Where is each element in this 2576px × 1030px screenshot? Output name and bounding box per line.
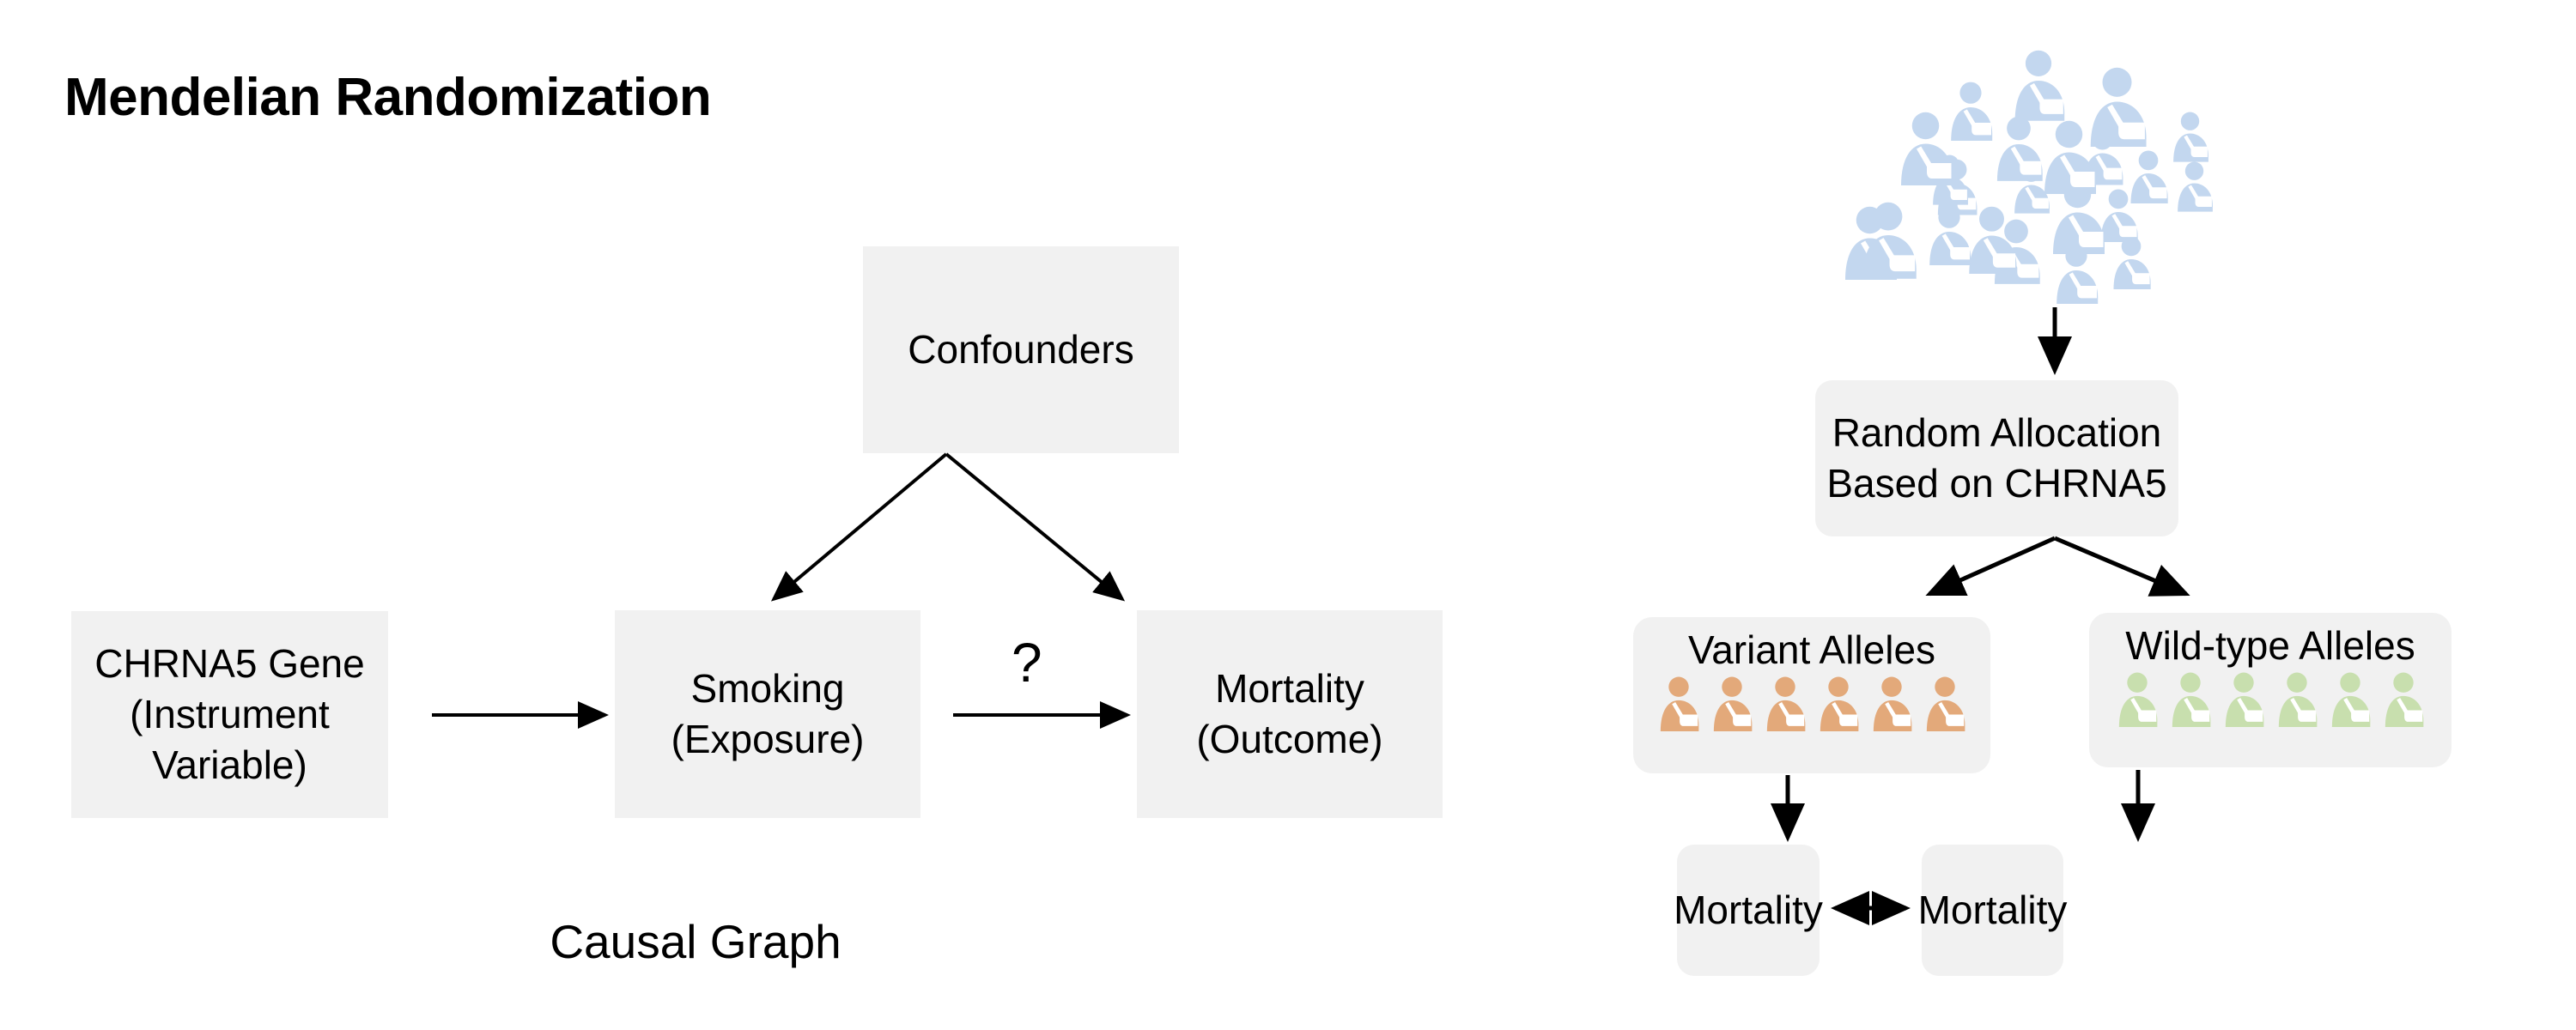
person-with-arm-sling-icon <box>1962 206 2021 275</box>
person-with-arm-sling-icon <box>1945 82 1996 141</box>
person-with-arm-sling-icon <box>2095 189 2142 243</box>
causal-graph-caption: Causal Graph <box>550 915 841 968</box>
arm-wildtype-alleles-icons <box>2113 672 2427 727</box>
person-with-arm-sling-icon <box>1855 202 1922 279</box>
person-with-arm-sling-icon <box>2125 150 2172 204</box>
person-with-arm-sling-icon <box>1893 112 1958 186</box>
instrument-line-2: (Instrument <box>130 692 330 737</box>
arm-variant-alleles-label: Variant Alleles <box>1687 627 1936 672</box>
population-crowd <box>1820 34 2267 309</box>
instrument-line-3: Variable) <box>152 742 307 787</box>
node-mortality-variant[interactable]: Mortality <box>1674 845 1823 976</box>
person-with-arm-sling-icon <box>2168 112 2212 162</box>
person-with-arm-sling-icon <box>2108 236 2154 290</box>
edge-allocation-to-wildtype <box>2054 536 2190 597</box>
person-with-arm-sling-icon <box>1655 676 1703 731</box>
uncertain-edge-question-mark: ? <box>1012 632 1042 694</box>
allocation-line-2: Based on CHRNA5 <box>1826 461 2167 506</box>
outcome-line-1: Mortality <box>1215 666 1364 712</box>
person-with-arm-sling-icon <box>2008 50 2069 121</box>
node-instrument-variable[interactable]: CHRNA5 Gene (Instrument Variable) <box>71 611 388 818</box>
person-with-arm-sling-icon <box>2379 672 2427 727</box>
exposure-line-2: (Exposure) <box>671 717 865 761</box>
page-title: Mendelian Randomization <box>64 68 712 127</box>
arm-wildtype-alleles-label: Wild-type Alleles <box>2125 623 2415 668</box>
exposure-line-1: Smoking <box>690 666 845 712</box>
allocation-line-1: Random Allocation <box>1832 410 2162 456</box>
person-with-arm-sling-icon <box>2037 120 2101 195</box>
person-with-arm-sling-icon <box>1868 676 1916 731</box>
edge-allocation-to-variant <box>1925 536 2057 597</box>
node-exposure-smoking[interactable]: Smoking (Exposure) <box>615 610 920 818</box>
node-outcome-label: Mortality (Outcome) <box>1196 663 1382 765</box>
node-mortality-wildtype-label: Mortality <box>1917 888 2068 933</box>
person-with-arm-sling-icon <box>2113 672 2161 727</box>
node-confounders[interactable]: Confounders <box>863 246 1179 453</box>
person-with-arm-sling-icon <box>2082 67 2152 148</box>
node-random-allocation[interactable]: Random Allocation Based on CHRNA5 <box>1815 380 2178 536</box>
node-confounders-label: Confounders <box>908 327 1134 373</box>
person-with-arm-sling-icon <box>2220 672 2268 727</box>
person-with-arm-sling-icon <box>2166 672 2215 727</box>
edge-confounders-to-outcome <box>945 452 1126 602</box>
arm-variant-alleles-icons <box>1655 676 1969 731</box>
person-with-arm-sling-icon <box>1814 676 1862 731</box>
person-with-arm-sling-icon <box>2273 672 2321 727</box>
person-with-arm-sling-icon <box>1921 676 1969 731</box>
person-with-arm-sling-icon <box>2045 180 2110 255</box>
person-with-arm-sling-icon <box>1761 676 1809 731</box>
person-with-arm-sling-icon <box>2326 672 2374 727</box>
arm-wildtype-alleles[interactable]: Wild-type Alleles <box>2089 613 2451 767</box>
instrument-line-1: CHRNA5 Gene <box>94 641 365 687</box>
node-random-allocation-label: Random Allocation Based on CHRNA5 <box>1826 408 2166 509</box>
person-with-arm-sling-icon <box>1708 676 1756 731</box>
person-with-arm-sling-icon <box>1990 116 2047 181</box>
outcome-line-2: (Outcome) <box>1196 717 1383 761</box>
arm-variant-alleles[interactable]: Variant Alleles <box>1633 617 1990 773</box>
node-mortality-variant-label: Mortality <box>1674 888 1823 933</box>
edge-confounders-to-exposure <box>770 452 948 602</box>
node-mortality-wildtype[interactable]: Mortality <box>1918 845 2067 976</box>
node-instrument-variable-label: CHRNA5 Gene (Instrument Variable) <box>94 639 364 791</box>
node-outcome-mortality[interactable]: Mortality (Outcome) <box>1137 610 1443 818</box>
node-exposure-label: Smoking (Exposure) <box>671 663 865 765</box>
person-with-arm-sling-icon <box>2172 161 2216 212</box>
